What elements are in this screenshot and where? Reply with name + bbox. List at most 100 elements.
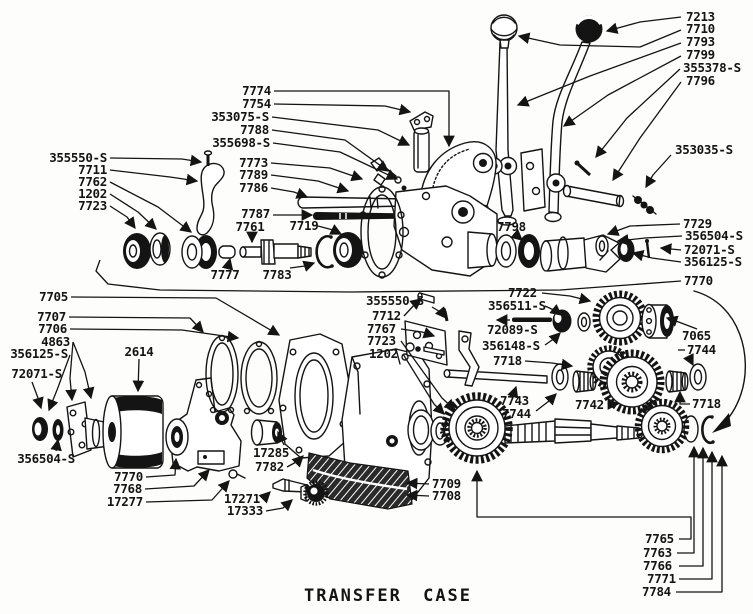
front-bearing-retainer — [278, 333, 350, 459]
callout-7798: 7798 — [497, 219, 526, 234]
leader-7793 — [516, 42, 682, 107]
gasket-front — [205, 334, 239, 414]
shift-lever-straight — [495, 41, 514, 217]
leader-7744-center — [535, 393, 557, 412]
callout-7722: 7722 — [508, 285, 537, 300]
callout-7774: 7774 — [242, 83, 271, 98]
callout-7788: 7788 — [240, 122, 269, 137]
callout-7710: 7710 — [686, 21, 715, 36]
leader-1202-center — [402, 353, 445, 415]
leader-1202-left — [109, 193, 157, 230]
callout-7754: 7754 — [242, 96, 271, 111]
diagram-title: TRANSFER CASE — [304, 586, 472, 606]
leader-17333 — [265, 499, 293, 512]
leader-7065 — [665, 315, 698, 330]
callout-353035-S: 353035-S — [675, 142, 733, 157]
callout-356504-right: 356504-S — [685, 228, 743, 243]
knob-light — [490, 14, 518, 42]
fork-pin — [443, 310, 449, 322]
callout-7770-right: 7770 — [684, 273, 713, 288]
callout-7708: 7708 — [432, 488, 461, 503]
callout-7723-center: 7723 — [367, 333, 396, 348]
leader-7789 — [270, 174, 350, 194]
leader-7723-center — [400, 340, 456, 411]
splined-coupling-left — [572, 370, 597, 393]
callout-7065: 7065 — [682, 328, 711, 343]
leader-4863 — [72, 341, 95, 400]
leader-355550-center — [431, 306, 447, 320]
callout-72089-S: 72089-S — [487, 322, 538, 337]
rear-snap-ring — [701, 415, 714, 444]
leader-7783 — [289, 260, 316, 272]
leader-17285 — [277, 430, 288, 446]
knob-dark — [575, 15, 603, 43]
leader-7784 — [676, 454, 728, 593]
callout-7773: 7773 — [239, 155, 268, 170]
callout-labels: 7213771077937799355378-S7796353035-S7774… — [10, 9, 743, 599]
leader-7767 — [400, 327, 436, 339]
callout-7767: 7767 — [367, 321, 396, 336]
callout-356148-S: 356148-S — [482, 338, 540, 353]
idler-cluster-gear — [587, 345, 665, 415]
upper-case-group — [196, 150, 651, 279]
callout-7784: 7784 — [642, 584, 671, 599]
callout-17277: 17277 — [107, 494, 143, 509]
callout-7796: 7796 — [686, 73, 715, 88]
leader-72071-right — [659, 243, 682, 255]
case-group — [205, 333, 433, 510]
leader-7771 — [679, 450, 718, 580]
leader-7729 — [606, 223, 681, 236]
pan-gasket-line — [312, 468, 408, 491]
shift-fork-lower — [458, 330, 480, 387]
brake-drum — [102, 395, 164, 469]
leader-7782 — [286, 455, 304, 468]
leader-17271 — [258, 491, 271, 504]
callout-7799: 7799 — [686, 47, 715, 62]
leader-4863 — [65, 341, 77, 402]
front-bearing-row — [123, 232, 363, 269]
leader-7768 — [144, 469, 210, 490]
output-housing-and-yoke — [539, 234, 651, 273]
leader-7706 — [69, 328, 240, 343]
callout-7761: 7761 — [236, 219, 265, 234]
callout-7793: 7793 — [686, 34, 715, 49]
detent-pin — [423, 346, 445, 356]
bearing-washer-left — [551, 363, 569, 391]
plug — [218, 245, 236, 259]
callout-7742: 7742 — [575, 397, 604, 412]
leader-7719 — [317, 224, 343, 235]
group-arrow-head — [712, 413, 731, 433]
callout-356125-right: 356125-S — [684, 254, 742, 269]
callout-7718-right: 7718 — [692, 396, 721, 411]
leader-7777 — [221, 257, 234, 271]
leader-7798 — [510, 228, 523, 241]
leader-7770-right — [95, 259, 682, 293]
callout-7743: 7743 — [500, 393, 529, 408]
callout-7744-right: 7744 — [687, 342, 716, 357]
leader-7718-center — [524, 358, 574, 371]
callout-72071-left: 72071-S — [11, 366, 62, 381]
main-output-shaft — [504, 418, 644, 444]
cotter-pin — [645, 241, 651, 259]
callout-7706: 7706 — [38, 321, 67, 336]
callout-72071-right: 72071-S — [684, 242, 735, 257]
output-seal-rings — [495, 234, 540, 268]
low-speed-gear — [441, 392, 513, 464]
callout-7718-center: 7718 — [493, 353, 522, 368]
shifter-gate-plate — [520, 148, 546, 212]
leader-2614 — [132, 358, 145, 393]
leader-355698-S — [272, 142, 399, 180]
splined-coupling-right — [665, 370, 689, 393]
dowel-pin — [512, 317, 552, 322]
leader-7705 — [70, 296, 281, 336]
leader-72071-left — [31, 381, 44, 410]
callout-7711: 7711 — [78, 162, 107, 177]
callout-7782: 7782 — [255, 459, 284, 474]
leader-7744-right — [683, 353, 694, 367]
callout-2614: 2614 — [125, 344, 154, 359]
callout-7770-bottom: 7770 — [114, 469, 143, 484]
driven-gear — [592, 290, 648, 346]
leader-7743 — [507, 385, 519, 399]
